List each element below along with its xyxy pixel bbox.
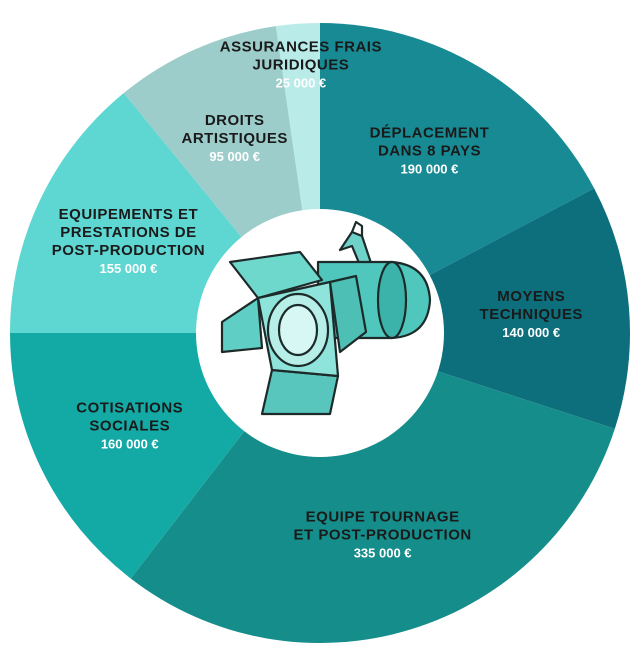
slice-value-3: 160 000 €	[101, 437, 159, 452]
slice-value-5: 95 000 €	[209, 149, 260, 164]
slice-label-6-line-0: ASSURANCES FRAIS	[220, 39, 382, 56]
slice-label-2-line-1: ET POST-PRODUCTION	[294, 527, 472, 544]
slice-value-0: 190 000 €	[401, 161, 459, 176]
slice-label-4-line-1: PRESTATIONS DE	[60, 224, 196, 241]
slice-label-4-line-0: EQUIPEMENTS ET	[59, 206, 199, 223]
pie-slice-1	[320, 188, 631, 429]
slice-label-1-line-1: TECHNIQUES	[480, 306, 583, 323]
slice-value-2: 335 000 €	[354, 546, 412, 561]
slice-label-0-line-1: DANS 8 PAYS	[378, 142, 481, 159]
slice-label-5-line-0: DROITS	[205, 112, 265, 129]
slice-label-0-line-0: DÉPLACEMENT	[370, 124, 490, 141]
slice-label-5-line-1: ARTISTIQUES	[182, 130, 288, 147]
slice-label-3-line-1: SOCIALES	[89, 418, 170, 435]
slice-value-6: 25 000 €	[276, 76, 327, 91]
slice-label-2-line-0: EQUIPE TOURNAGE	[306, 509, 460, 526]
slice-value-4: 155 000 €	[100, 261, 158, 276]
slice-label-3-line-0: COTISATIONS	[76, 400, 183, 417]
slice-label-6-line-1: JURIDIQUES	[253, 57, 350, 74]
stage-spotlight-icon	[220, 220, 432, 416]
slice-label-4-line-2: POST-PRODUCTION	[52, 242, 205, 259]
slice-label-1-line-0: MOYENS	[497, 288, 565, 305]
pie-slice-2	[130, 333, 615, 643]
slice-value-1: 140 000 €	[502, 325, 560, 340]
center-hole	[196, 209, 444, 457]
